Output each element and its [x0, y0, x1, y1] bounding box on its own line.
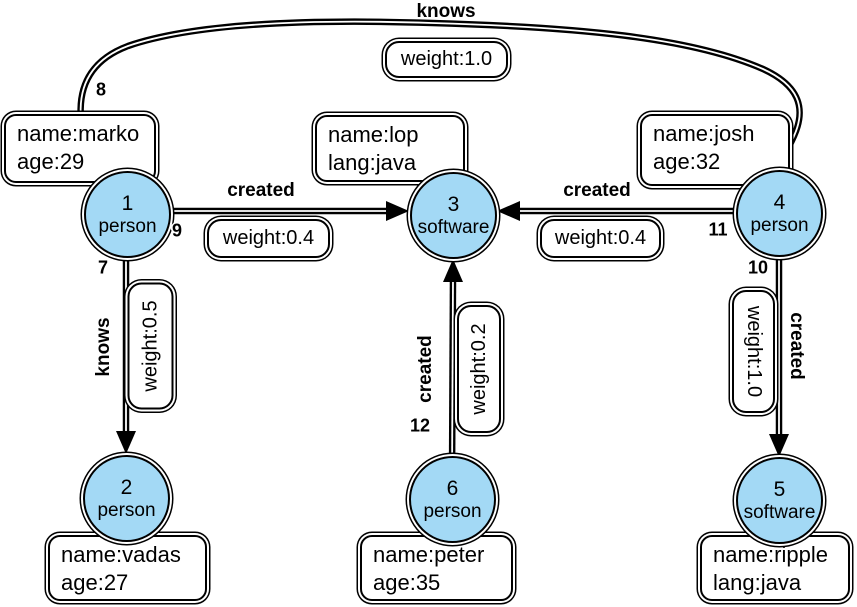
- edge-id-8: 8: [95, 79, 107, 100]
- weight-box-edge-10: weight:1.0: [732, 290, 775, 413]
- property-line: age:32: [653, 149, 721, 174]
- vertex-1: 1 person: [84, 171, 171, 258]
- vertex-id: 1: [121, 191, 134, 215]
- vertex-label: software: [743, 501, 816, 523]
- property-box-ripple: name:ripple lang:java: [700, 535, 850, 601]
- property-line: name:peter: [373, 542, 485, 567]
- vertex-id: 6: [446, 476, 459, 500]
- edge-id-12: 12: [409, 415, 431, 436]
- weight-value: weight:0.4: [222, 227, 315, 249]
- vertex-5: 5 software: [736, 457, 823, 544]
- edge-id-11: 11: [708, 219, 728, 240]
- vertex-2: 2 person: [83, 455, 170, 542]
- edge-label-created-4-5: created: [786, 312, 807, 380]
- edge-id-9: 9: [171, 220, 183, 241]
- edge-label-created-6-3: created: [415, 335, 436, 403]
- property-line: name:josh: [653, 121, 755, 146]
- property-box-vadas: name:vadas age:27: [48, 535, 207, 601]
- edge-created-4-5: [769, 240, 789, 457]
- property-line: age:29: [17, 149, 85, 174]
- edge-created-6-3: [443, 259, 463, 481]
- edge-id-7: 7: [97, 257, 109, 278]
- edge-label-knows-top: knows: [416, 1, 476, 22]
- weight-value: weight:1.0: [743, 305, 765, 398]
- property-line: lang:java: [713, 570, 802, 595]
- vertex-3: 3 software: [410, 172, 497, 259]
- property-line: age:35: [373, 570, 441, 595]
- vertex-label: software: [417, 216, 490, 238]
- weight-box-edge-7: weight:0.5: [127, 282, 174, 410]
- arrowhead-created-6-3: [443, 259, 463, 282]
- vertex-label: person: [98, 215, 157, 237]
- edge-knows-1-2: [116, 240, 136, 454]
- weight-box-edge-12: weight:0.2: [457, 305, 501, 433]
- edge-label-created-4-3: created: [563, 180, 631, 201]
- property-line: lang:java: [328, 150, 417, 175]
- arrowhead-created-1-3: [386, 201, 409, 221]
- edge-label-created-1-3: created: [227, 180, 295, 201]
- vertex-6: 6 person: [409, 456, 496, 543]
- vertex-id: 3: [447, 192, 460, 216]
- vertex-label: person: [750, 214, 809, 236]
- weight-box-edge-11: weight:0.4: [540, 219, 661, 258]
- weight-box-edge-9: weight:0.4: [207, 219, 330, 258]
- vertex-4: 4 person: [736, 170, 823, 257]
- property-line: age:27: [61, 570, 129, 595]
- property-line: name:vadas: [61, 542, 181, 567]
- property-box-peter: name:peter age:35: [360, 535, 513, 601]
- weight-box-edge-8: weight:1.0: [385, 41, 508, 78]
- vertex-id: 2: [120, 475, 133, 499]
- edge-created-1-3: [150, 201, 409, 221]
- arrowhead-created-4-5: [769, 434, 789, 457]
- arrowhead-created-4-3: [497, 201, 520, 221]
- property-line: name:marko: [17, 121, 140, 146]
- vertex-id: 4: [773, 190, 786, 214]
- edge-created-4-3: [497, 201, 750, 221]
- vertex-label: person: [423, 500, 482, 522]
- edge-id-10: 10: [747, 257, 769, 278]
- property-box-lop: name:lop lang:java: [315, 115, 465, 182]
- weight-value: weight:0.5: [139, 300, 161, 392]
- weight-value: weight:1.0: [400, 48, 493, 70]
- vertex-id: 5: [773, 477, 786, 501]
- edge-label-knows-1-2: knows: [93, 317, 114, 377]
- property-line: name:lop: [328, 122, 419, 147]
- vertex-label: person: [97, 499, 156, 521]
- property-line: name:ripple: [713, 542, 828, 567]
- property-box-marko: name:marko age:29: [4, 114, 156, 183]
- arrowhead-knows-1-2: [116, 431, 136, 454]
- weight-value: weight:0.2: [467, 323, 490, 415]
- weight-value: weight:0.4: [554, 227, 647, 249]
